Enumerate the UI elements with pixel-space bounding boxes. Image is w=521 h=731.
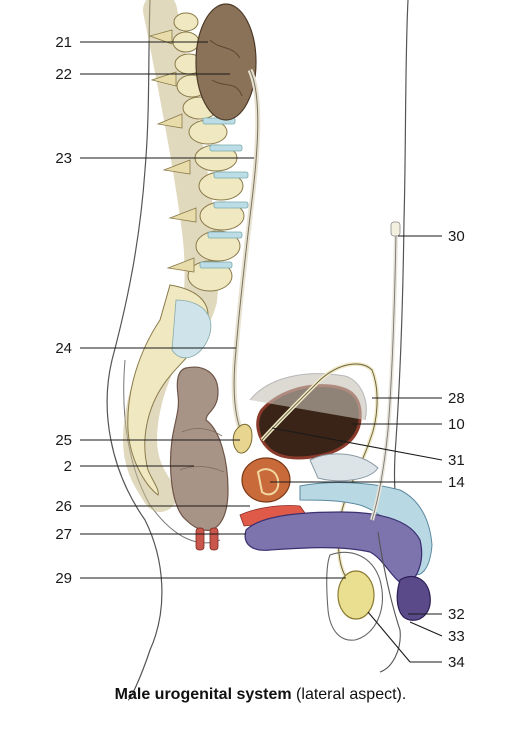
label-29: 29 <box>55 570 72 587</box>
prostate <box>241 457 291 503</box>
label-28: 28 <box>448 390 465 407</box>
label-21: 21 <box>55 34 72 51</box>
penis-shaft <box>244 511 423 586</box>
kidney <box>195 3 257 121</box>
caption-title: Male urogenital system <box>114 686 292 703</box>
label-34: 34 <box>448 654 465 671</box>
seminal-vesicle <box>232 423 253 454</box>
testis <box>337 570 375 620</box>
label-2: 2 <box>64 458 72 475</box>
abdomen-outline <box>393 0 413 561</box>
label-10: 10 <box>448 416 465 433</box>
label-30: 30 <box>448 228 465 245</box>
label-14: 14 <box>448 474 465 491</box>
label-24: 24 <box>55 340 72 357</box>
label-31: 31 <box>448 452 465 469</box>
label-23: 23 <box>55 150 72 167</box>
glans <box>396 575 431 621</box>
anal-sphincter <box>195 527 219 551</box>
leader-lines-left <box>80 41 346 579</box>
body-outline <box>106 0 163 701</box>
caption-note: (lateral aspect). <box>291 686 407 703</box>
corpus-tissue <box>299 482 433 576</box>
scrotum <box>326 551 383 641</box>
label-33: 33 <box>448 628 465 645</box>
label-27: 27 <box>55 526 72 543</box>
leader-lines-right <box>270 235 443 663</box>
figure-caption: Male urogenital system (lateral aspect). <box>0 686 521 704</box>
labels: 21 22 23 24 25 2 26 27 29 30 28 10 31 14… <box>55 34 464 671</box>
label-32: 32 <box>448 606 465 623</box>
label-22: 22 <box>55 66 72 83</box>
label-26: 26 <box>55 498 72 515</box>
label-25: 25 <box>55 432 72 449</box>
inguinal-ring <box>390 221 401 237</box>
penis-skin <box>377 531 401 673</box>
